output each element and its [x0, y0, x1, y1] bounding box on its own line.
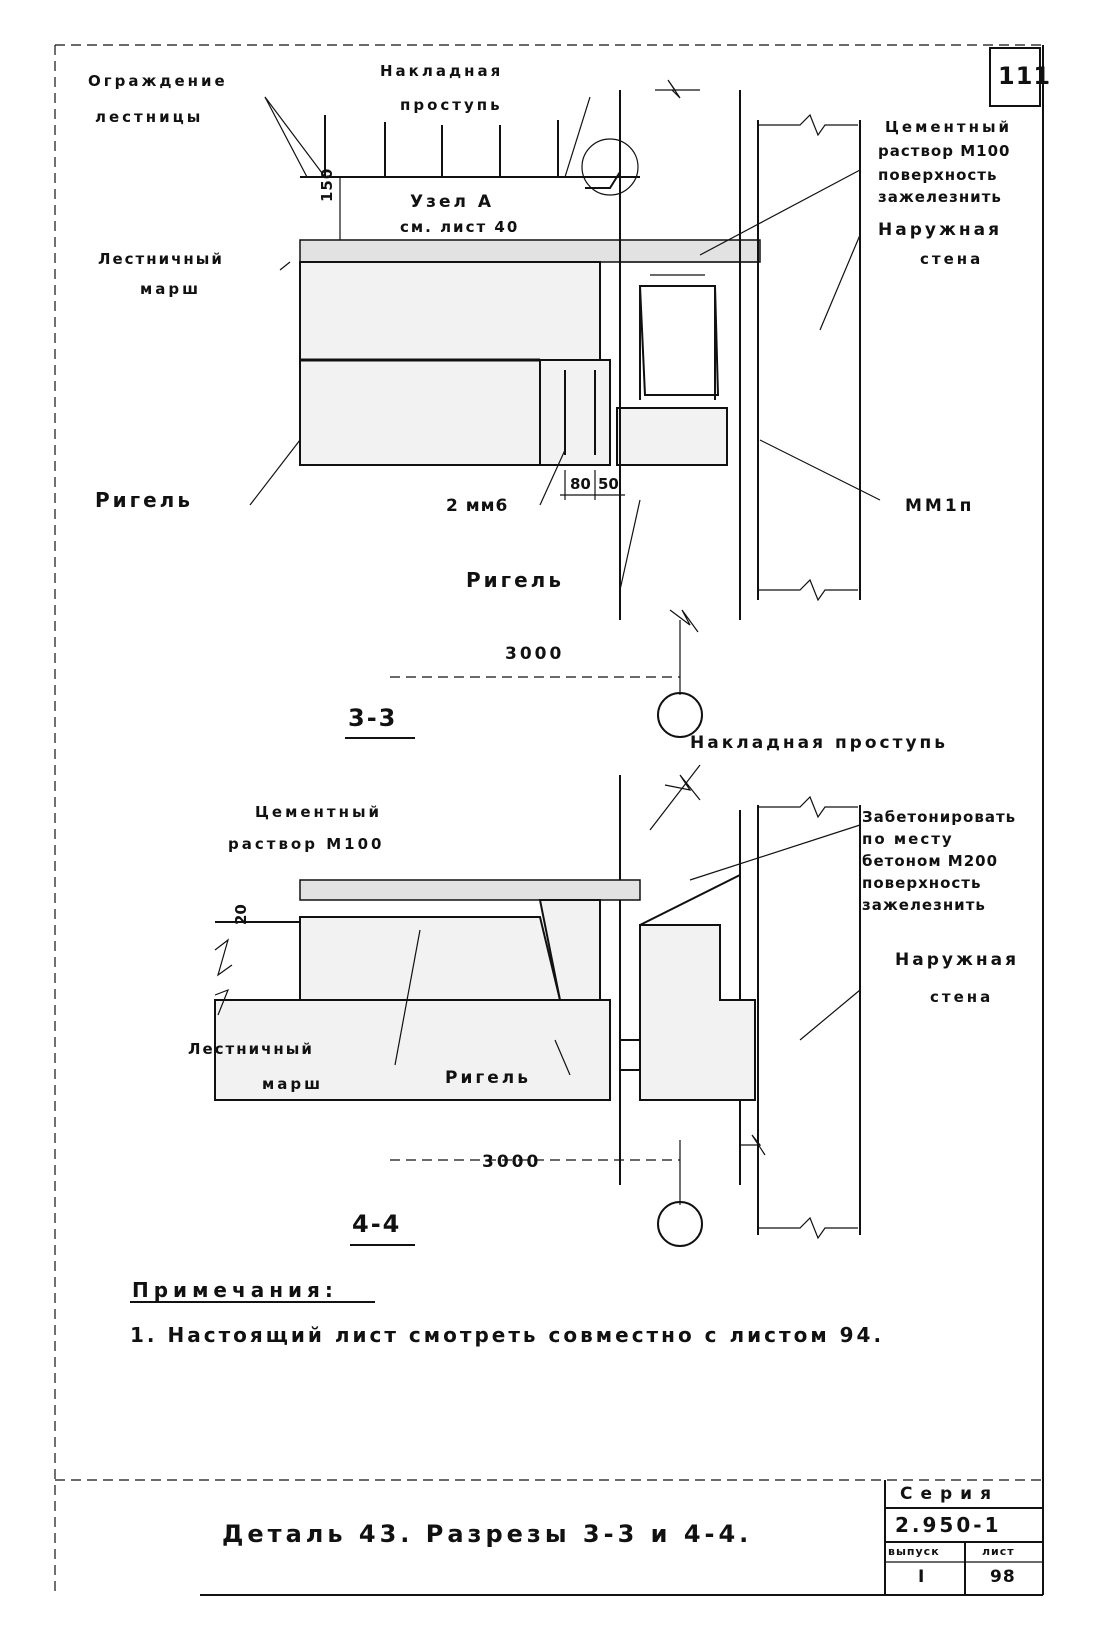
dim-150-label: 150	[318, 167, 336, 202]
dim-20-label: 20	[232, 904, 250, 925]
section-3-3-drawing	[249, 79, 881, 739]
cement-label-4: зажелезнить	[878, 188, 1002, 206]
rigel-label-bottom: Ригель	[466, 568, 564, 592]
sheet-corner-number: 111	[998, 62, 1052, 90]
cement-label-1: Цементный	[885, 118, 1013, 136]
outer-wall-label-1: Наружная	[895, 950, 1019, 970]
concrete-label-2: по месту	[862, 830, 954, 848]
tread-label-line-1: Накладная	[380, 62, 504, 80]
cement-label-2: раствор М100	[228, 835, 385, 853]
sheet-corner-box	[989, 47, 1041, 107]
stair-label-2: марш	[262, 1075, 324, 1093]
node-a-ref: см. лист 40	[400, 218, 520, 236]
drawing-title: Деталь 43. Разрезы 3-3 и 4-4.	[222, 1520, 753, 1548]
stair-label-1: Лестничный	[188, 1040, 314, 1058]
outer-wall-label-1: Наружная	[878, 220, 1002, 240]
mm-label: ММ1п	[905, 496, 975, 516]
concrete-label-5: зажелезнить	[862, 896, 986, 914]
tread-label-line-2: проступь	[400, 96, 503, 114]
concrete-label-3: бетоном М200	[862, 852, 999, 870]
title-block-frame	[884, 1480, 1043, 1595]
dim-50-label: 50	[598, 475, 619, 493]
note-item-1: 1. Настоящий лист смотреть совместно с л…	[130, 1323, 885, 1347]
issue-label: выпуск	[888, 1545, 940, 1558]
rigel-label-left: Ригель	[95, 488, 193, 512]
section-4-4-title: 4-4	[352, 1210, 402, 1238]
issue-value: I	[918, 1567, 925, 1587]
node-a-label: Узел А	[410, 192, 495, 212]
stair-label-1: Лестничный	[98, 250, 224, 268]
tread-label: Накладная проступь	[690, 733, 949, 753]
series-label: Серия	[900, 1484, 1000, 1504]
dim-80-label: 80	[570, 475, 591, 493]
dim-3000-label-3: 3000	[505, 644, 565, 664]
sheet-frame	[54, 44, 1044, 1596]
series-value: 2.950-1	[895, 1513, 1002, 1537]
concrete-label-4: поверхность	[862, 874, 982, 892]
section-4-4-drawing	[214, 764, 861, 1247]
outer-wall-label-2: стена	[920, 250, 984, 268]
concrete-label-1: Забетонировать	[862, 808, 1017, 826]
outer-wall-label-2: стена	[930, 988, 994, 1006]
sheet-value: 98	[990, 1567, 1016, 1587]
cement-label-3: поверхность	[878, 166, 998, 184]
sheet-label: лист	[982, 1545, 1015, 1558]
dim-3000-label-4: 3000	[482, 1152, 542, 1172]
notes-heading: Примечания:	[132, 1278, 338, 1302]
guard-label-line-1: Ограждение	[88, 72, 228, 90]
cement-label-2: раствор М100	[878, 142, 1011, 160]
cement-label-1: Цементный	[255, 803, 383, 821]
section-3-3-title: 3-3	[348, 704, 398, 732]
weld-label: 2 мм6	[446, 496, 509, 516]
rigel-label: Ригель	[445, 1068, 531, 1088]
guard-label-line-2: лестницы	[95, 108, 204, 126]
stair-label-2: марш	[140, 280, 202, 298]
